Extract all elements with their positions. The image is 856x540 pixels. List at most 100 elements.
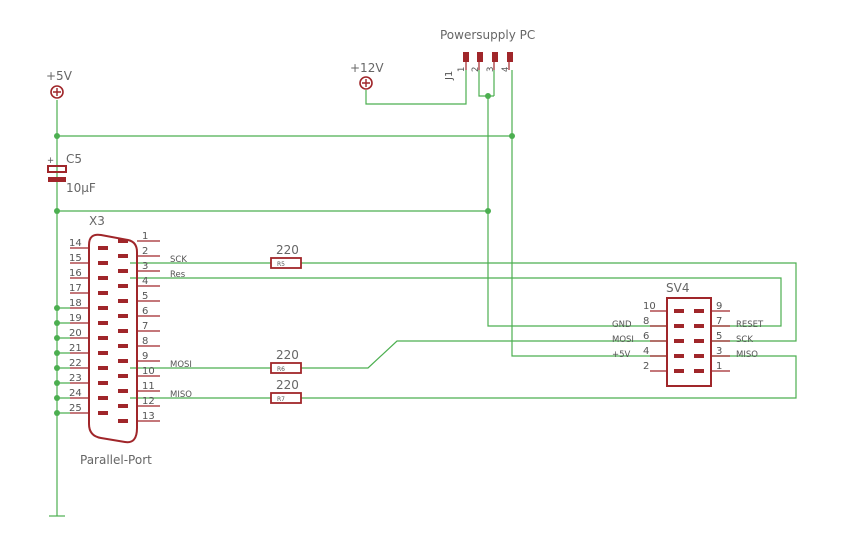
x3-pin-mark — [98, 351, 108, 355]
x3-pin-number: 7 — [142, 321, 148, 332]
net-sck: SCK — [170, 255, 187, 265]
x3-pin-number: 13 — [142, 411, 155, 422]
wire-miso — [130, 355, 797, 399]
c5-plus: + — [47, 156, 54, 166]
sv4-pin-mark — [674, 339, 684, 343]
j1-pin-3: 3 — [486, 67, 496, 72]
sv4-pin-mark — [674, 309, 684, 313]
j1-pin-1: 1 — [457, 67, 467, 72]
c5-value: 10µF — [66, 181, 96, 195]
x3-pin-mark — [98, 396, 108, 400]
net-mosi: MOSI — [170, 360, 192, 370]
x3-pin-mark — [118, 254, 128, 258]
junction-dot — [54, 320, 60, 326]
junction-dot — [485, 208, 491, 214]
j1-label: J1 — [444, 71, 455, 81]
wire-sck — [130, 262, 797, 342]
junction-dot — [54, 365, 60, 371]
x3-pin-number: 25 — [69, 403, 82, 414]
sv4-pin-number: 6 — [643, 331, 649, 342]
x3-pin-mark — [118, 389, 128, 393]
sv4-pin-mark — [694, 354, 704, 358]
x3-pin-number: 15 — [69, 253, 82, 264]
x3-pin-mark — [118, 299, 128, 303]
x3-pin-number: 3 — [142, 261, 148, 272]
wire-j1-gnd — [478, 70, 667, 327]
x3-pin-mark — [118, 419, 128, 423]
wire-gnd-pins — [57, 307, 70, 414]
sv4-pin-mark — [694, 369, 704, 373]
junction-dot — [54, 133, 60, 139]
wire-12v — [365, 70, 467, 105]
sv4-pin-mark — [674, 369, 684, 373]
wire-res — [130, 277, 782, 327]
x3-pin-number: 12 — [142, 396, 155, 407]
resistor-r5: 220 R5 — [270, 243, 302, 269]
junction-dot — [54, 335, 60, 341]
sv4-sck-label: SCK — [736, 335, 753, 345]
x3-pin-number: 24 — [69, 388, 82, 399]
sv4-pin-number: 7 — [716, 316, 722, 327]
x3-pin-mark — [118, 269, 128, 273]
junction-dot — [54, 350, 60, 356]
connector-j1: Powersupply PC J1 1 2 3 4 — [440, 28, 535, 81]
wire-j1-5v — [511, 70, 667, 357]
junction-dot — [54, 380, 60, 386]
sv4-pin-number: 4 — [643, 346, 649, 357]
x3-pin-number: 4 — [142, 276, 148, 287]
r5-name: R5 — [277, 261, 285, 268]
capacitor-c5: + C5 10µF — [47, 152, 96, 195]
junction-dot — [54, 305, 60, 311]
x3-pin-number: 21 — [69, 343, 82, 354]
x3-pin-mark — [118, 404, 128, 408]
sv4-mosi-label: MOSI — [612, 335, 634, 345]
vcc5-label: +5V — [46, 69, 73, 83]
x3-pin-number: 20 — [69, 328, 82, 339]
parallel-port-label: Parallel-Port — [80, 453, 152, 467]
connector-x3: X3 1415161718192021222324251234567891011… — [69, 214, 160, 467]
net-res: Res — [170, 270, 186, 280]
vcc5-symbol: +5V — [46, 69, 73, 99]
x3-pin-mark — [118, 359, 128, 363]
sv4-pin-number: 5 — [716, 331, 722, 342]
x3-pin-mark — [98, 246, 108, 250]
x3-pin-number: 19 — [69, 313, 82, 324]
power-supply-title: Powersupply PC — [440, 28, 535, 42]
sv4-pin-mark — [674, 354, 684, 358]
x3-pin-mark — [118, 374, 128, 378]
junction-dot — [509, 133, 515, 139]
x3-pin-number: 6 — [142, 306, 148, 317]
x3-pin-number: 8 — [142, 336, 148, 347]
x3-pin-number: 18 — [69, 298, 82, 309]
net-miso: MISO — [170, 390, 192, 400]
sv4-5v-label: +5V — [612, 350, 631, 360]
junction-dot — [54, 410, 60, 416]
wire-mosi — [130, 340, 667, 369]
sv4-pin-mark — [694, 339, 704, 343]
x3-pin-mark — [98, 411, 108, 415]
x3-pin-number: 14 — [69, 238, 82, 249]
sv4-reset-label: RESET — [736, 320, 764, 330]
x3-pin-number: 22 — [69, 358, 82, 369]
sv4-miso-label: MISO — [736, 350, 758, 360]
junction-dot — [54, 208, 60, 214]
x3-pin-mark — [98, 306, 108, 310]
x3-pin-mark — [118, 344, 128, 348]
sv4-pin-mark — [694, 324, 704, 328]
x3-pin-mark — [98, 321, 108, 325]
x3-pin-number: 10 — [142, 366, 155, 377]
x3-pin-mark — [98, 381, 108, 385]
x3-pin-number: 17 — [69, 283, 82, 294]
x3-pin-marks: 1415161718192021222324251234567891011121… — [69, 231, 160, 423]
x3-pin-mark — [98, 366, 108, 370]
vcc12-label: +12V — [350, 61, 384, 75]
resistor-r6: 220 R6 — [270, 348, 302, 374]
resistor-r7: 220 R7 — [270, 378, 302, 404]
junction-dot — [485, 93, 491, 99]
x3-pin-number: 5 — [142, 291, 148, 302]
r5-value: 220 — [276, 243, 299, 257]
sv4-pin-number: 8 — [643, 316, 649, 327]
j1-pin-4: 4 — [501, 67, 511, 72]
